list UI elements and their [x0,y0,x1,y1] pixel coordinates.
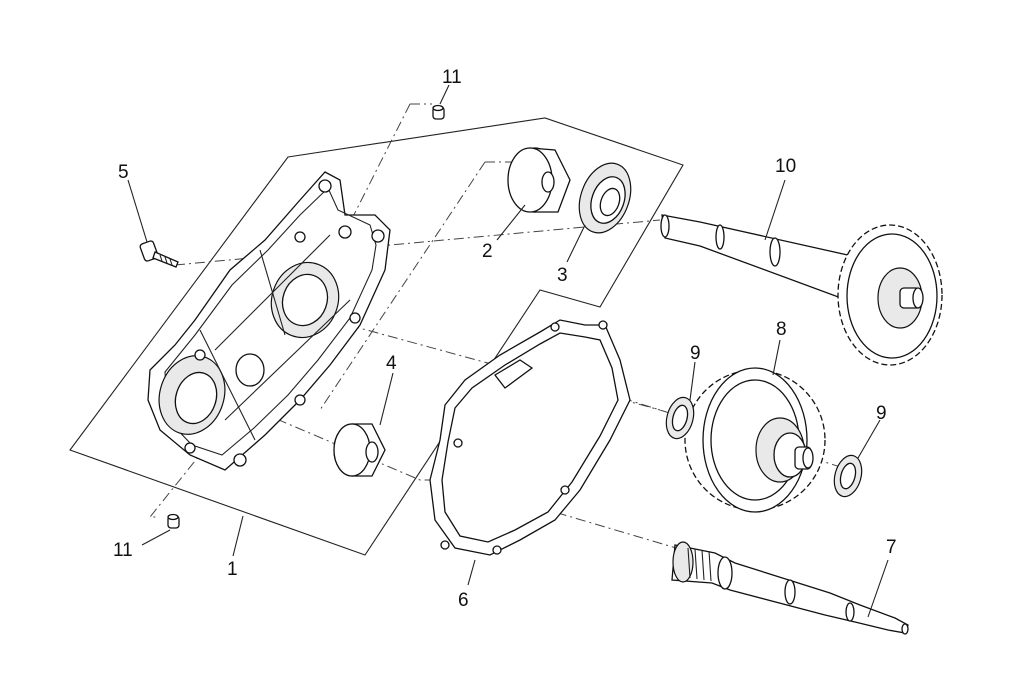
small-bearing [333,423,386,477]
screw [139,240,179,268]
dowel-pin-upper [432,104,445,120]
callout-9-left: 9 [690,343,701,364]
callout-2: 2 [482,241,493,262]
callout-3: 3 [557,265,568,286]
callout-8: 8 [776,319,787,340]
dowel-pin-lower [167,513,180,529]
oil-seal [578,162,632,234]
callout-11-top: 11 [442,67,462,88]
output-shaft [660,214,943,366]
callout-6: 6 [458,590,469,611]
leader-lines [127,84,889,618]
intermediate-gear [684,367,826,513]
bearing [507,147,571,213]
callout-10: 10 [775,156,796,177]
washer-right [833,454,863,498]
primary-shaft [671,541,909,635]
callout-9-right: 9 [876,403,887,424]
callout-1: 1 [227,559,238,580]
callout-4: 4 [386,353,397,374]
callout-5: 5 [118,162,129,183]
transmission-cover [147,171,391,471]
gasket [429,319,631,556]
washer-left [665,396,695,440]
callouts: 1 2 3 4 5 6 7 8 9 9 10 11 11 [113,67,897,611]
group-1-outline [69,117,684,556]
callout-11-bottom: 11 [113,540,133,561]
callout-7: 7 [886,537,897,558]
